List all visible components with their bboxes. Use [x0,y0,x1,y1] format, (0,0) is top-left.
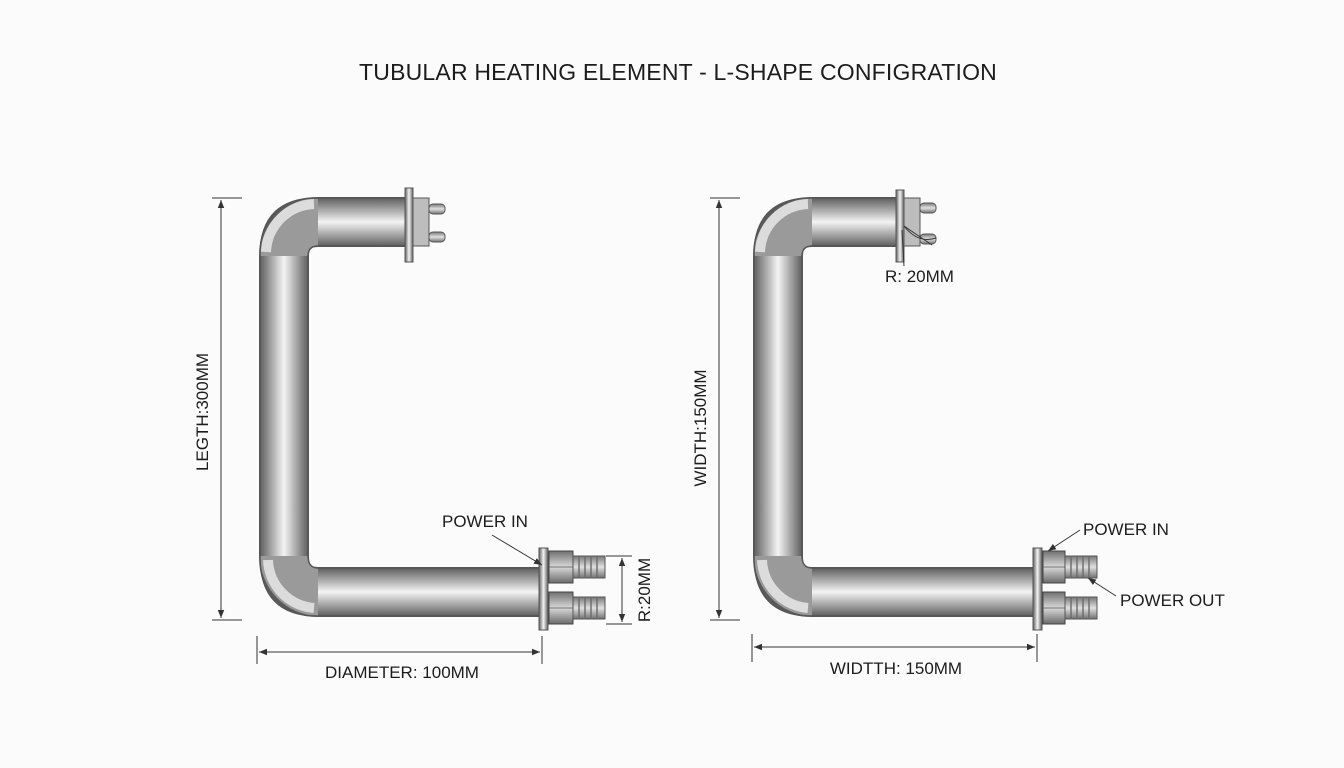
right-width-dimension: WIDTH:150MM [691,197,740,621]
right-width-horizontal-dimension: WIDTTH: 150MM [751,634,1038,678]
left-view: LEGTH:300MM DIAMETER: 100MM R:20MM POWER… [193,187,654,682]
right-terminal-block [1032,547,1098,631]
left-terminal-dimension: R:20MM [606,555,654,625]
bend-radius-label: R: 20MM [885,267,954,286]
left-terminal-block [538,547,606,631]
right-top-flange [895,189,937,263]
right-view: WIDTH:150MM WIDTTH: 150MM R: 20MM POWER … [691,189,1225,678]
right-radius-callout: R: 20MM [885,225,954,286]
right-power-out-callout: POWER OUT [1087,577,1225,610]
terminal-radius-label: R:20MM [635,558,654,622]
power-in-label: POWER IN [1083,520,1169,539]
left-diameter-dimension: DIAMETER: 100MM [256,636,543,682]
power-out-label: POWER OUT [1120,591,1225,610]
right-tube [753,197,1034,617]
left-length-dimension: LEGTH:300MM [193,197,242,621]
diagram-title: TUBULAR HEATING ELEMENT - L-SHAPE CONFIG… [359,59,997,85]
width-vertical-label: WIDTH:150MM [691,369,710,486]
width-horizontal-label: WIDTTH: 150MM [830,659,962,678]
length-label: LEGTH:300MM [193,353,212,471]
left-power-in-callout: POWER IN [442,512,543,566]
diameter-label: DIAMETER: 100MM [325,663,479,682]
left-top-flange [404,187,446,263]
left-tube [259,197,540,617]
power-in-label: POWER IN [442,512,528,531]
right-power-in-callout: POWER IN [1047,520,1169,552]
